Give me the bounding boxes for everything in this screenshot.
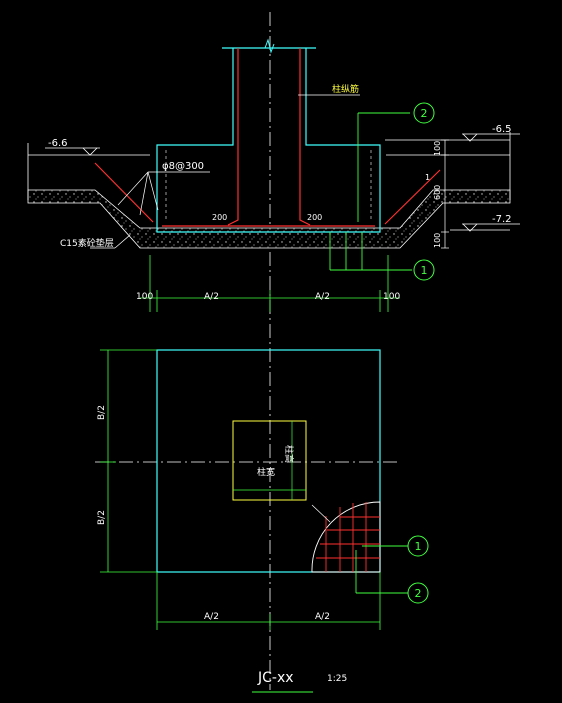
column-bars-label: 柱纵筋: [332, 83, 359, 95]
dim-a-left: A/2: [204, 612, 219, 622]
drawing-title-block: JC-xx 1:25: [252, 670, 347, 693]
plan-outline: [156, 349, 381, 573]
section-dimensions: [140, 255, 400, 312]
section-view: -6.6 -6.5 -7.2 φ8@300 柱纵筋 C15素砼垫层 200 20…: [27, 38, 520, 312]
callout-circle-2: [413, 102, 435, 124]
callout-1-text: 1: [421, 264, 428, 277]
dim-200-left: 200: [212, 213, 227, 222]
elev-left: -6.6: [48, 138, 68, 149]
dim-half-right: A/2: [315, 292, 330, 302]
column-rebars: [227, 48, 311, 226]
plan-view: 柱宽 柱高 1 2: [97, 349, 429, 630]
foundation-outline: [156, 48, 381, 233]
elev-right-top: -6.5: [492, 124, 512, 135]
callout-circle-1: [413, 259, 435, 281]
cushion-layer: [27, 189, 511, 249]
elev-right-bottom: -7.2: [492, 214, 512, 225]
elevation-markers: [45, 133, 520, 232]
dim-b-top: B/2: [97, 405, 107, 420]
drawing-title: JC-xx: [257, 670, 294, 686]
dim-half-left: A/2: [204, 292, 219, 302]
rebar-grid: [311, 501, 381, 573]
dim-200-right: 200: [307, 213, 322, 222]
dim-100-left: 100: [136, 292, 153, 302]
plan-callout-circle-1: [407, 535, 429, 557]
column-width-label: 柱宽: [257, 466, 275, 478]
rebar-spec-label: φ8@300: [162, 161, 204, 172]
column-height-label: 柱高: [283, 445, 295, 463]
dim-a-right: A/2: [315, 612, 330, 622]
cushion-label: C15素砼垫层: [60, 237, 114, 249]
drawing-scale: 1:25: [327, 674, 347, 684]
callout-2-text: 2: [421, 107, 428, 120]
dim-slope: 1: [425, 173, 430, 182]
dim-600: 600: [433, 185, 442, 200]
center-lines: [95, 12, 398, 690]
dim-100-right: 100: [383, 292, 400, 302]
dim-100-top: 100: [433, 141, 442, 156]
plan-callout-2-text: 2: [415, 587, 422, 600]
plan-callout-circle-2: [407, 582, 429, 604]
column-footprint: [232, 420, 307, 501]
dim-b-bottom: B/2: [97, 510, 107, 525]
dim-100-bottom: 100: [433, 233, 442, 248]
plan-callout-1-text: 1: [415, 540, 422, 553]
plan-dimensions: [100, 349, 381, 630]
